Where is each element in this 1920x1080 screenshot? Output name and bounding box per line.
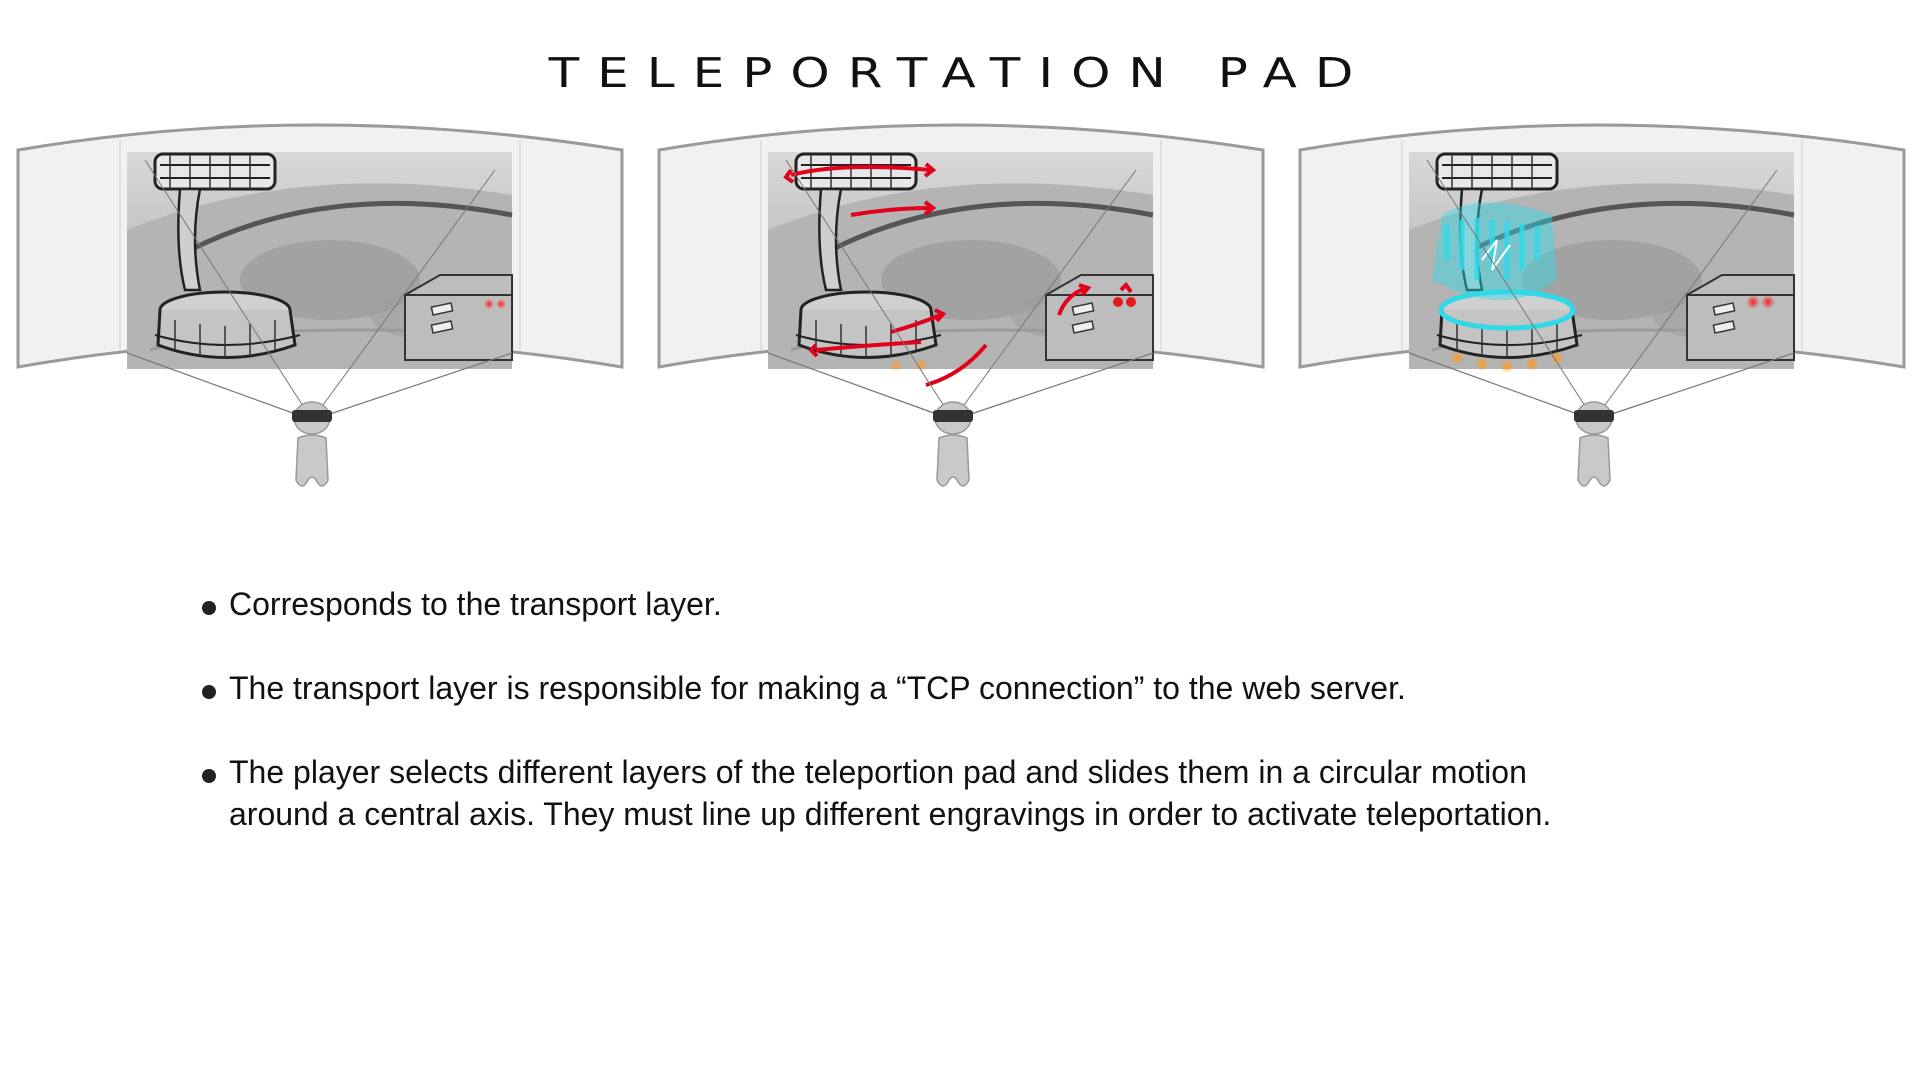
bullet-text: Corresponds to the transport layer. [229,586,722,622]
bullet-text: The transport layer is responsible for m… [229,670,1406,706]
panel-default [16,123,624,487]
page-title: TELEPORTATION PAD [548,49,1372,97]
pad-glow [1450,351,1564,373]
bullet-text: The player selects different layers of t… [229,754,1552,832]
control-panel-lights [1746,295,1775,309]
bullet-item: The player selects different layers of t… [202,751,1762,835]
bullet-list: Corresponds to the transport layer. The … [202,583,1762,877]
bullet-item: The transport layer is responsible for m… [202,667,1762,709]
storyboard-panels [16,123,1906,487]
control-panel-lights [484,299,506,309]
panel-rotate-layers [657,123,1265,487]
teleport-energy-icon [1432,202,1576,331]
control-panel-lights [1113,297,1136,307]
bullet-item: Corresponds to the transport layer. [202,583,1762,625]
panel-activated [1298,123,1906,487]
